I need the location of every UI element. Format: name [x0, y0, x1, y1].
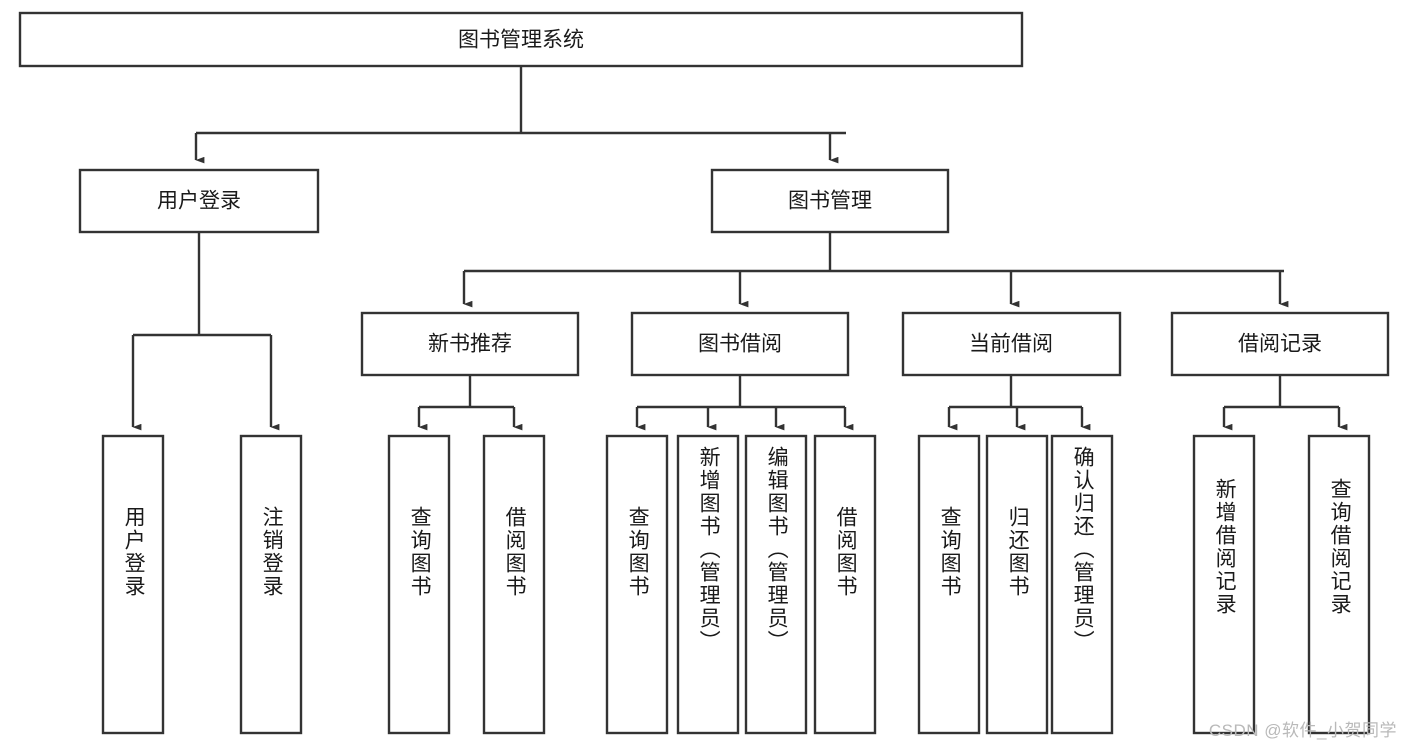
node-root-label: 图书管理系统 [458, 29, 584, 52]
node-current-borrow[interactable]: 当前借阅 [901, 311, 1122, 377]
edge-current-to-leaves [947, 375, 1091, 431]
leaf-box-borrow-book-recommend[interactable] [482, 434, 546, 735]
edge-userlogin-to-leaves [131, 232, 280, 431]
leaf-box-query-book-current[interactable] [917, 434, 981, 735]
edge-borrow-to-leaves [635, 375, 854, 431]
leaf-box-query-borrow-record[interactable] [1307, 434, 1371, 735]
edge-record-to-leaves [1222, 375, 1348, 431]
csdn-watermark: CSDN @软件_小贺同学 [1208, 721, 1397, 740]
leaf-box-add-borrow-record[interactable] [1192, 434, 1256, 735]
edge-root-to-level2 [194, 66, 846, 164]
node-new-book-recommend-label: 新书推荐 [428, 333, 512, 356]
node-user-login[interactable]: 用户登录 [78, 168, 320, 234]
edge-newbook-to-leaves [417, 375, 523, 431]
leaf-box-confirm-return-admin[interactable] [1050, 434, 1114, 735]
node-user-login-label: 用户登录 [157, 190, 241, 213]
leaf-box-borrow-book[interactable] [813, 434, 877, 735]
node-root[interactable]: 图书管理系统 [18, 11, 1024, 68]
edge-bookmgmt-to-level3 [462, 232, 1289, 308]
leaf-box-add-book-admin[interactable] [676, 434, 740, 735]
leaf-box-query-book-recommend[interactable] [387, 434, 451, 735]
node-borrow-record[interactable]: 借阅记录 [1170, 311, 1390, 377]
node-current-borrow-label: 当前借阅 [969, 333, 1053, 356]
node-new-book-recommend[interactable]: 新书推荐 [360, 311, 580, 377]
leaf-box-edit-book-admin[interactable] [744, 434, 808, 735]
node-book-management-label: 图书管理 [788, 190, 872, 213]
leaf-box-user-login[interactable] [101, 434, 165, 735]
node-book-borrow-label: 图书借阅 [698, 333, 782, 356]
leaf-box-query-book-borrow[interactable] [605, 434, 669, 735]
node-borrow-record-label: 借阅记录 [1238, 333, 1322, 356]
node-book-management[interactable]: 图书管理 [710, 168, 950, 234]
node-book-borrow[interactable]: 图书借阅 [630, 311, 850, 377]
leaf-box-logout[interactable] [239, 434, 303, 735]
leaf-box-return-book[interactable] [985, 434, 1049, 735]
